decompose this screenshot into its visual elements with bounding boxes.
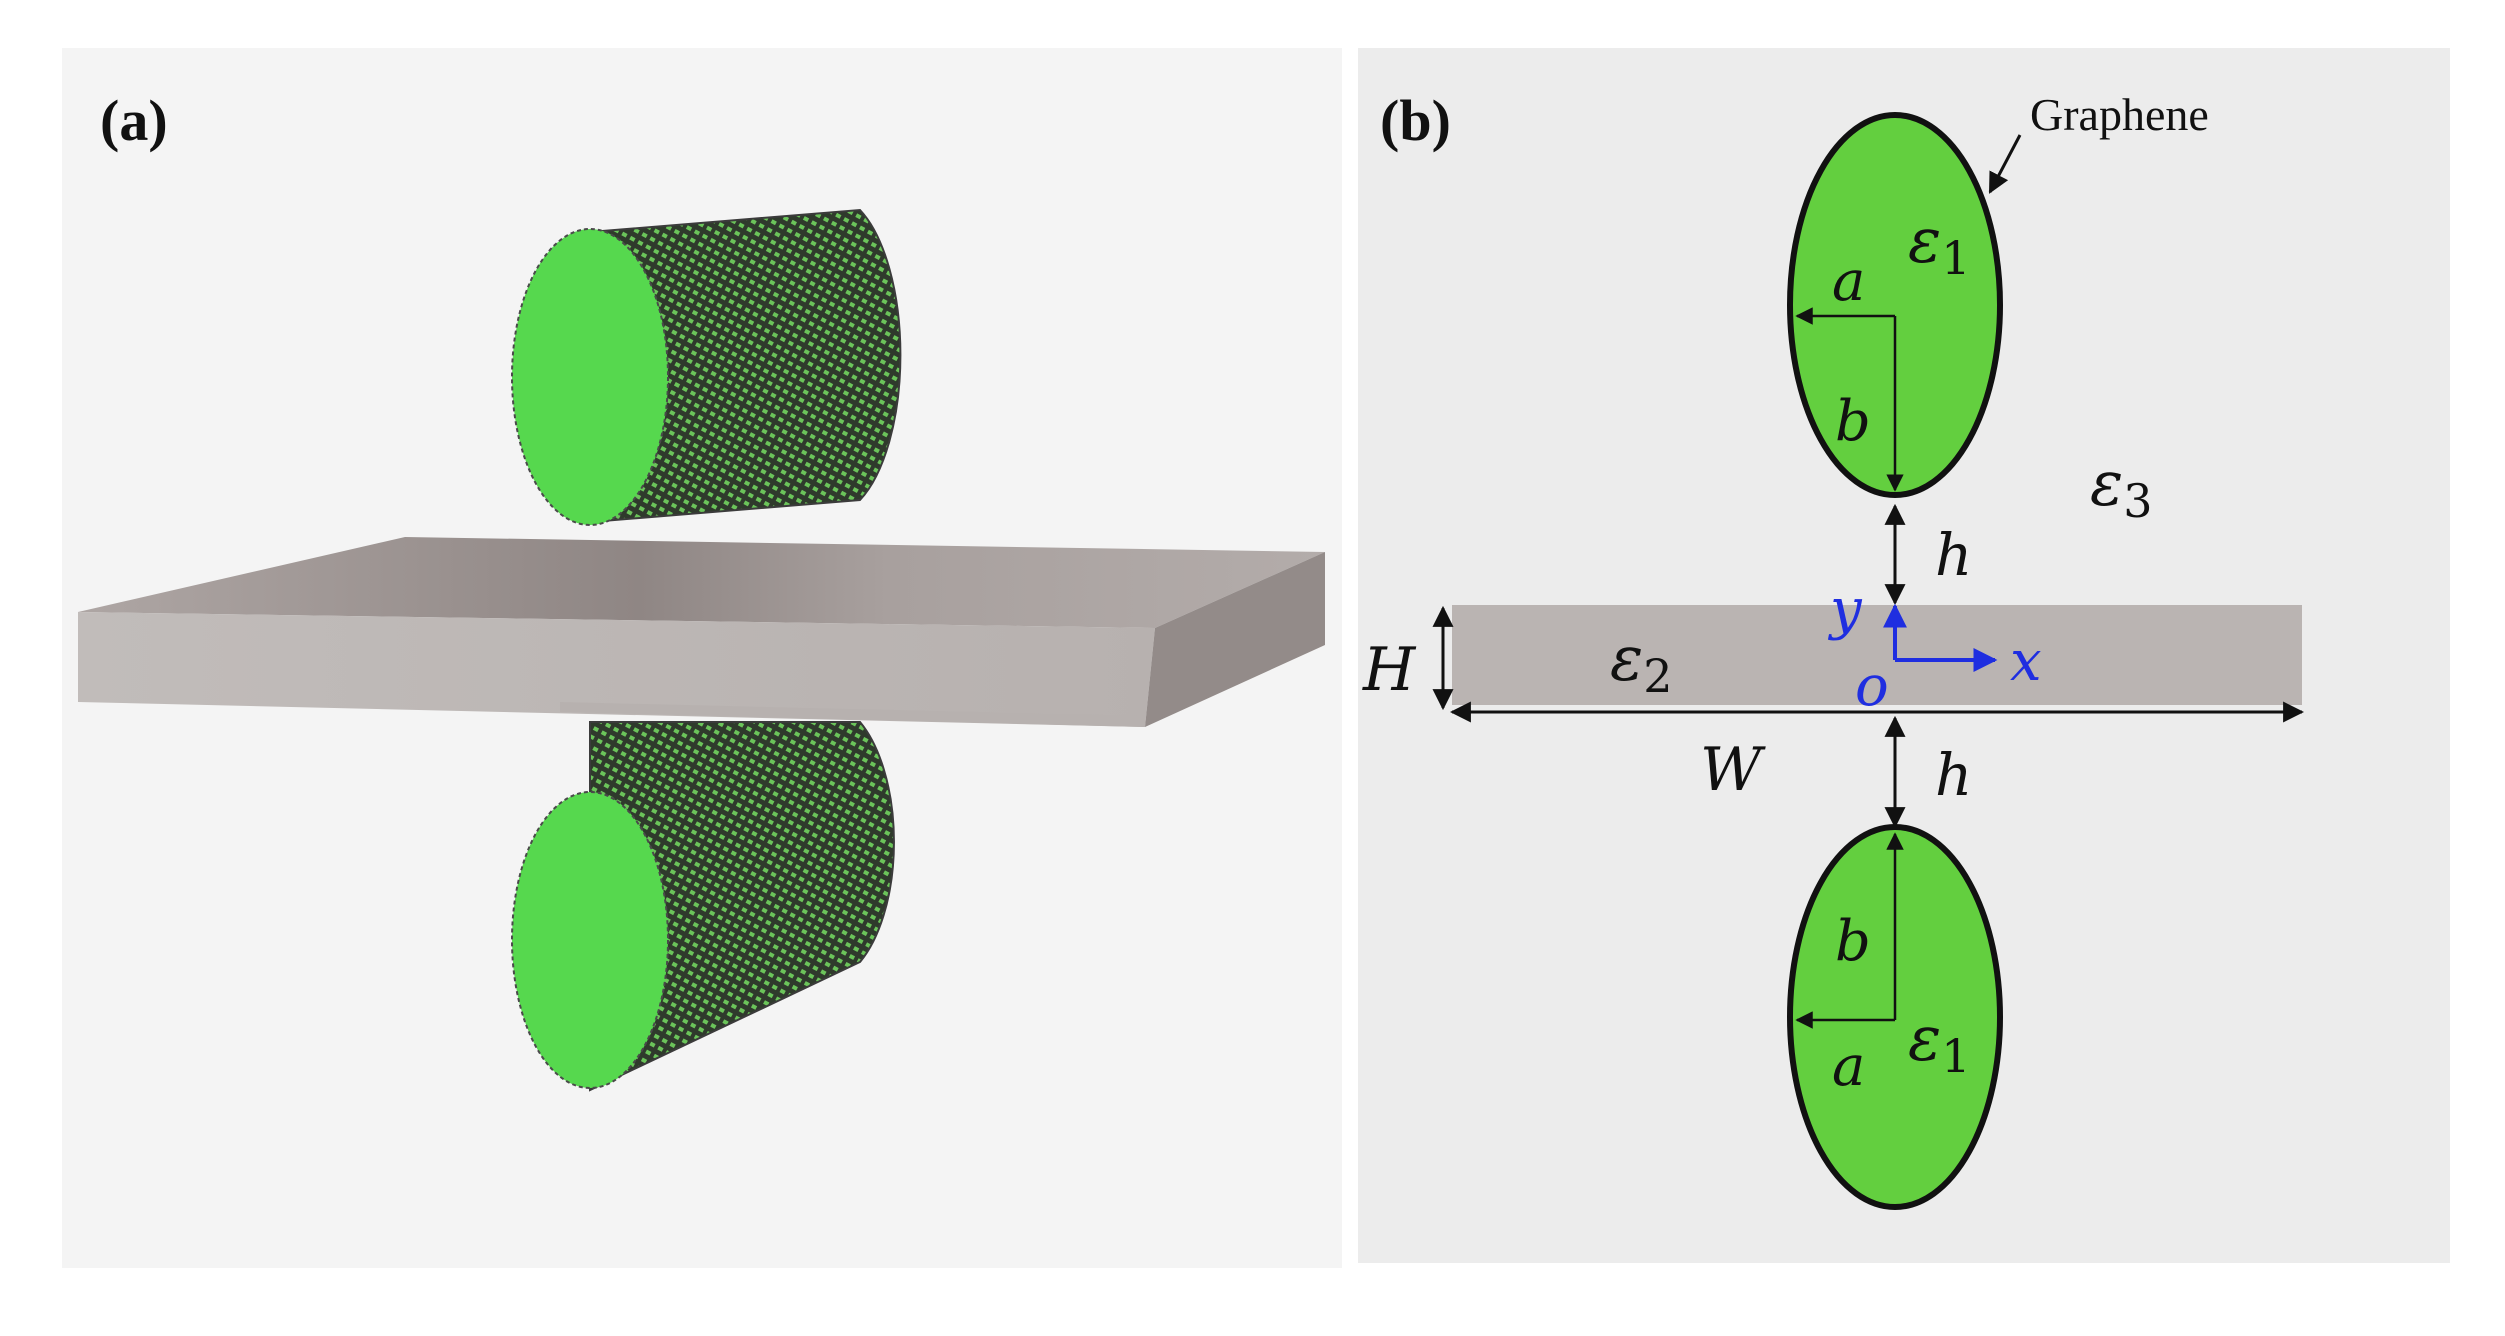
epsilon-1-bottom-sym: ε [1908, 1002, 1941, 1075]
graphene-label: Graphene [2030, 89, 2209, 140]
h-bottom-label: h [1935, 741, 1972, 809]
epsilon-2: ε2 [1610, 622, 1673, 703]
panel-a: (a) [62, 48, 1342, 1268]
top-cylinder-face [511, 228, 669, 526]
a-top-label: a [1832, 249, 1865, 314]
panel-b: (b) Graphene a b ε1 ε3 h H W ε2 y x o h [1358, 48, 2450, 1263]
top-cylinder-body [589, 208, 902, 524]
epsilon-2-sub: 2 [1643, 649, 1672, 703]
bottom-cylinder-face [511, 791, 669, 1089]
graphene-pointer-arrow [1988, 134, 2022, 194]
origin-label: o [1855, 654, 1889, 719]
epsilon-1-bottom-sub: 1 [1941, 1029, 1970, 1083]
epsilon-1-top-sym: ε [1908, 204, 1941, 277]
x-axis-label: x [2010, 629, 2042, 694]
top-graphene-cylinder [511, 208, 902, 526]
panel-b-label: (b) [1380, 88, 1451, 153]
y-axis-label: y [1827, 577, 1863, 642]
panel-a-label: (a) [100, 88, 168, 153]
w-label: W [1700, 735, 1766, 805]
bottom-graphene-cylinder [511, 702, 1145, 1092]
slab-cross-section [1452, 605, 2302, 705]
bottom-cylinder-body [589, 721, 895, 1092]
h-top-label: h [1935, 521, 1972, 589]
epsilon-1-top: ε1 [1908, 204, 1971, 285]
slab-front-face [78, 612, 1155, 727]
epsilon-1-bottom: ε1 [1908, 1002, 1971, 1083]
panel-divider [1342, 48, 1358, 1268]
h-thickness-label: H [1362, 635, 1417, 705]
epsilon-1-top-sub: 1 [1941, 231, 1970, 285]
top-graphene-ellipse [1787, 112, 2003, 498]
slab-overlap-cover [560, 702, 1145, 727]
b-top-label: b [1835, 389, 1871, 454]
slab-top-face [78, 537, 1325, 628]
slab-3d [78, 537, 1325, 727]
b-bottom-label: b [1835, 909, 1871, 974]
slab-side-face [1145, 552, 1325, 727]
a-bottom-label: a [1832, 1034, 1865, 1099]
epsilon-3: ε3 [2090, 447, 2153, 528]
epsilon-2-sym: ε [1610, 622, 1643, 695]
epsilon-3-sub: 3 [2123, 474, 2152, 528]
epsilon-3-sym: ε [2090, 447, 2123, 520]
